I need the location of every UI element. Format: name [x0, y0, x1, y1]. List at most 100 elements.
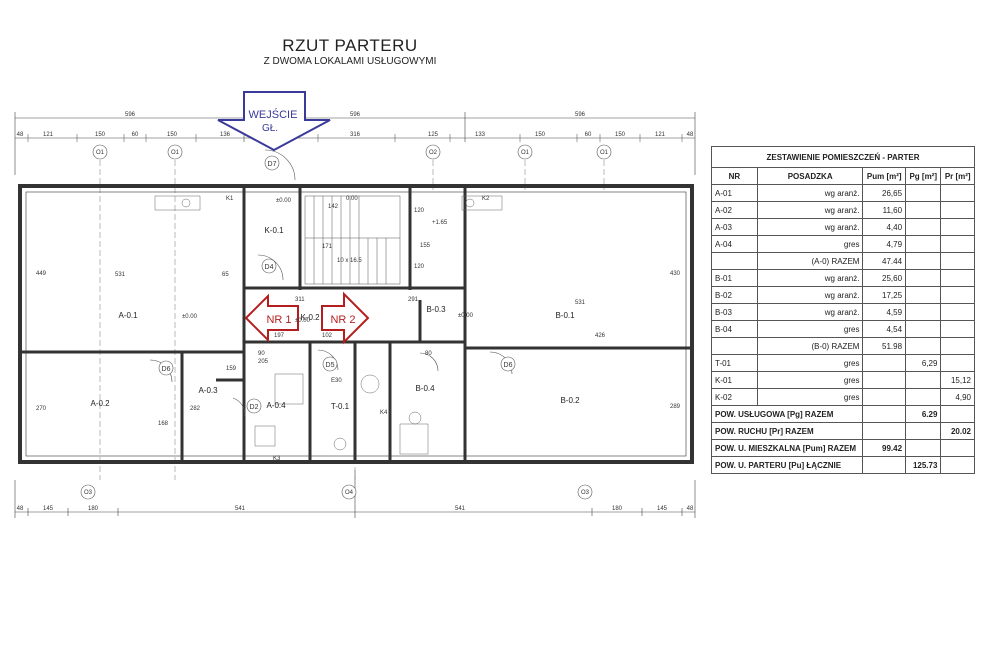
dim-171: 171	[322, 244, 333, 250]
dim-270: 270	[36, 406, 47, 412]
table-cell: B-02	[711, 286, 758, 304]
table-cell: A-01	[711, 184, 758, 202]
door-d4: D4	[265, 264, 274, 271]
dim-205: 205	[258, 359, 269, 365]
summary-cell	[905, 422, 942, 440]
table-cell	[711, 252, 758, 270]
table-cell	[940, 184, 975, 202]
table-cell	[905, 337, 942, 355]
axis-top-1: O1	[171, 150, 180, 156]
table-cell: 4,59	[862, 303, 907, 321]
room-k02: K-0.2	[300, 313, 320, 322]
table-cell	[711, 337, 758, 355]
table-cell: (A-0) RAZEM	[756, 252, 864, 270]
table-cell: A-04	[711, 235, 758, 253]
dim-bot-7: 48	[687, 506, 694, 512]
summary-label: POW. U. PARTERU [Pu] ŁĄCZNIE	[710, 456, 864, 474]
table-cell	[905, 371, 942, 389]
table-cell: gres	[756, 371, 864, 389]
table-cell: wg aranż.	[756, 184, 864, 202]
table-cell	[940, 354, 975, 372]
entrance-arrow	[217, 91, 331, 152]
dim-449: 449	[36, 271, 47, 277]
table-cell: K-01	[711, 371, 758, 389]
table-cell	[905, 218, 942, 236]
table-cell	[905, 252, 942, 270]
table-cell: B-04	[711, 320, 758, 338]
plan-title: RZUT PARTERU	[282, 36, 418, 55]
dim-top-mid: 596	[350, 112, 361, 118]
staircase	[304, 195, 401, 285]
table-header-2: Pum [m²]	[862, 167, 907, 185]
dim-430: 430	[670, 271, 681, 277]
unit-nr2-label: NR 2	[330, 314, 355, 326]
plan-subtitle: Z DWOMA LOKALAMI USŁUGOWYMI	[263, 56, 437, 67]
dim-top2-12: 121	[655, 132, 666, 138]
table-cell: wg aranż.	[756, 269, 864, 287]
table-cell: wg aranż.	[756, 286, 864, 304]
entrance-label-2: GŁ.	[262, 123, 278, 134]
vent-k2: K2	[482, 196, 490, 202]
interior-walls	[22, 186, 690, 462]
table-cell: wg aranż.	[756, 201, 864, 219]
table-cell: 4,54	[862, 320, 907, 338]
top-dimension-lines	[14, 112, 696, 175]
top-dimension-ticks	[27, 134, 683, 142]
dim-top2-5: 136	[220, 132, 231, 138]
dim-top2-10: 60	[585, 132, 592, 138]
table-cell	[905, 320, 942, 338]
table-cell	[905, 269, 942, 287]
level-landing: +1.65	[432, 220, 448, 226]
dim-top-left: 596	[125, 112, 136, 118]
room-a04: A-0.4	[266, 401, 286, 410]
table-cell: 4,40	[862, 218, 907, 236]
table-header-3: Pg [m²]	[905, 167, 942, 185]
dim-168: 168	[158, 421, 169, 427]
dim-65: 65	[222, 272, 229, 278]
dim-stairs: 10 x 16.5	[337, 258, 362, 264]
dim-426: 426	[595, 333, 606, 339]
level-b01: ±0.00	[458, 313, 474, 319]
table-cell	[862, 388, 907, 406]
door-d6-a: D6	[162, 366, 171, 373]
table-header-1: POSADZKA	[756, 167, 864, 185]
dim-289: 289	[670, 404, 681, 410]
room-a02: A-0.2	[90, 399, 110, 408]
table-cell: K-02	[711, 388, 758, 406]
table-cell: A-02	[711, 201, 758, 219]
dim-531-left: 531	[115, 272, 126, 278]
dim-bot-5: 180	[612, 506, 623, 512]
summary-cell	[862, 422, 907, 440]
level-k02: ±0.00	[295, 318, 311, 324]
table-cell: 26,65	[862, 184, 907, 202]
table-cell: B-01	[711, 269, 758, 287]
table-header-0: NR	[711, 167, 758, 185]
dim-120-a: 120	[414, 208, 425, 214]
dim-142: 142	[328, 204, 339, 210]
table-cell	[940, 337, 975, 355]
table-cell	[905, 388, 942, 406]
summary-cell: 6.29	[905, 405, 942, 423]
summary-label: POW. U. MIESZKALNA [Pum] RAZEM	[710, 439, 864, 457]
axis-top-2: O2	[429, 150, 438, 156]
dim-top2-11: 150	[615, 132, 626, 138]
dim-311: 311	[295, 297, 305, 303]
room-a03: A-0.3	[198, 386, 218, 395]
room-a01: A-0.1	[118, 311, 138, 320]
dim-top2-4: 150	[167, 132, 178, 138]
axis-bot-0: O3	[84, 490, 93, 496]
room-b01: B-0.1	[555, 311, 575, 320]
dim-top2-7: 125	[428, 132, 439, 138]
level-k01: ±0.00	[276, 198, 292, 204]
floor-plan: WEJŚCIE GŁ. NR 1 NR 2 A-0.1 A-0.2 A-0.3 …	[14, 91, 696, 518]
dim-159: 159	[226, 366, 237, 372]
dim-80: 80	[425, 351, 432, 357]
dim-197: 197	[274, 333, 285, 339]
summary-cell	[862, 456, 907, 474]
